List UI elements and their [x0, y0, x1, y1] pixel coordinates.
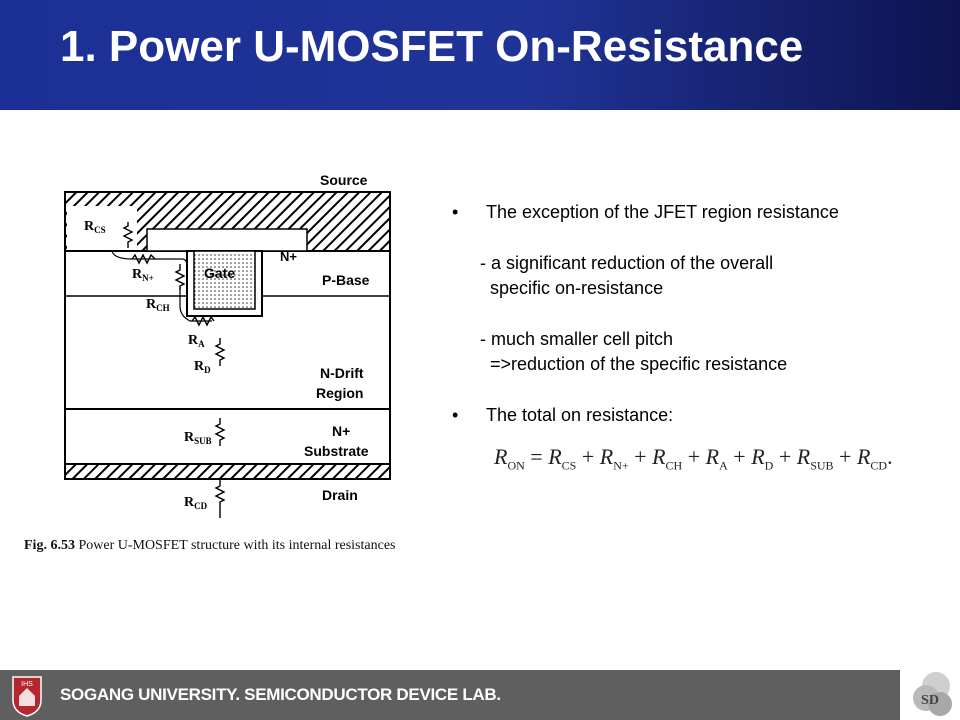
rsub-label: RSUB — [184, 430, 212, 446]
rcs-label: RCS — [84, 219, 106, 235]
on-resistance-equation: RON = RCS + RN+ + RCH + RA + RD + RSUB +… — [494, 444, 893, 473]
footer-bar: SOGANG UNIVERSITY. SEMICONDUCTOR DEVICE … — [0, 670, 900, 720]
eq-term: RCH — [652, 444, 683, 473]
rd-resistor — [214, 338, 226, 366]
eq-term: RN+ — [599, 444, 629, 473]
gate-label: Gate — [204, 265, 235, 281]
drain-metal — [64, 463, 391, 480]
sub-point: - a significant reduction of the overall — [480, 253, 774, 273]
current-path — [111, 250, 188, 267]
n-plus-substrate-label: N+ — [332, 423, 350, 439]
rch-label: RCH — [146, 297, 170, 313]
bullet-text: The exception of the JFET region resista… — [486, 202, 839, 222]
eq-lhs: RON — [494, 444, 525, 473]
bullet-text: The total on resistance: — [486, 405, 674, 425]
lab-logo-icon: SD — [913, 672, 952, 716]
seal-text: IHS — [21, 681, 33, 688]
university-seal-icon: IHS — [12, 676, 42, 717]
ra-resistor — [191, 315, 215, 327]
substrate-label: Substrate — [304, 443, 369, 459]
sub-point: specific on-resistance — [490, 278, 664, 298]
eq-term: RSUB — [796, 444, 834, 473]
n-plus-source-label: N+ — [280, 249, 297, 264]
ra-label: RA — [188, 333, 205, 349]
rn-resistor — [131, 253, 156, 265]
eq-term: RCS — [548, 444, 577, 473]
rcs-resistor — [122, 222, 134, 248]
region-label: Region — [316, 385, 363, 401]
footer-text: SOGANG UNIVERSITY. SEMICONDUCTOR DEVICE … — [60, 685, 501, 704]
drain-label: Drain — [322, 487, 358, 503]
n-drift-label: N-Drift — [320, 365, 364, 381]
title-bar: 1. Power U-MOSFET On-Resistance — [0, 0, 960, 110]
rsub-resistor — [214, 418, 226, 446]
figure-caption: Fig. 6.53 Power U-MOSFET structure with … — [24, 538, 395, 554]
caption-number: Fig. 6.53 — [24, 538, 75, 553]
eq-term: RD — [751, 444, 774, 473]
gate-electrode — [193, 250, 256, 310]
rd-label: RD — [194, 359, 211, 375]
source-label: Source — [320, 172, 368, 188]
sub-point: - much smaller cell pitch — [480, 329, 674, 349]
eq-term: RCD — [856, 444, 888, 473]
caption-text: Power U-MOSFET structure with its intern… — [78, 538, 396, 553]
current-path-2 — [179, 286, 212, 322]
gate-oxide-cap — [146, 228, 308, 252]
sub-point: =>reduction of the specific resistance — [490, 354, 788, 374]
bullet-item: • The exception of the JFET region resis… — [452, 200, 932, 225]
rch-resistor — [174, 264, 186, 290]
p-base-label: P-Base — [322, 272, 370, 288]
rcd-label: RCD — [184, 495, 208, 511]
bullet-marker: • — [452, 405, 459, 425]
mosfet-structure-figure: Source Gate N+ P-Base N-Drift Region N+ … — [64, 172, 391, 518]
slide-title: 1. Power U-MOSFET On-Resistance — [60, 22, 804, 71]
bullet-list: • The exception of the JFET region resis… — [452, 200, 932, 428]
rcd-resistor — [214, 485, 226, 518]
eq-term: RA — [705, 444, 728, 473]
logo-text: SD — [921, 693, 939, 708]
rn-label: RN+ — [132, 267, 154, 283]
bullet-item: • The total on resistance: — [452, 403, 932, 428]
bullet-marker: • — [452, 202, 459, 222]
